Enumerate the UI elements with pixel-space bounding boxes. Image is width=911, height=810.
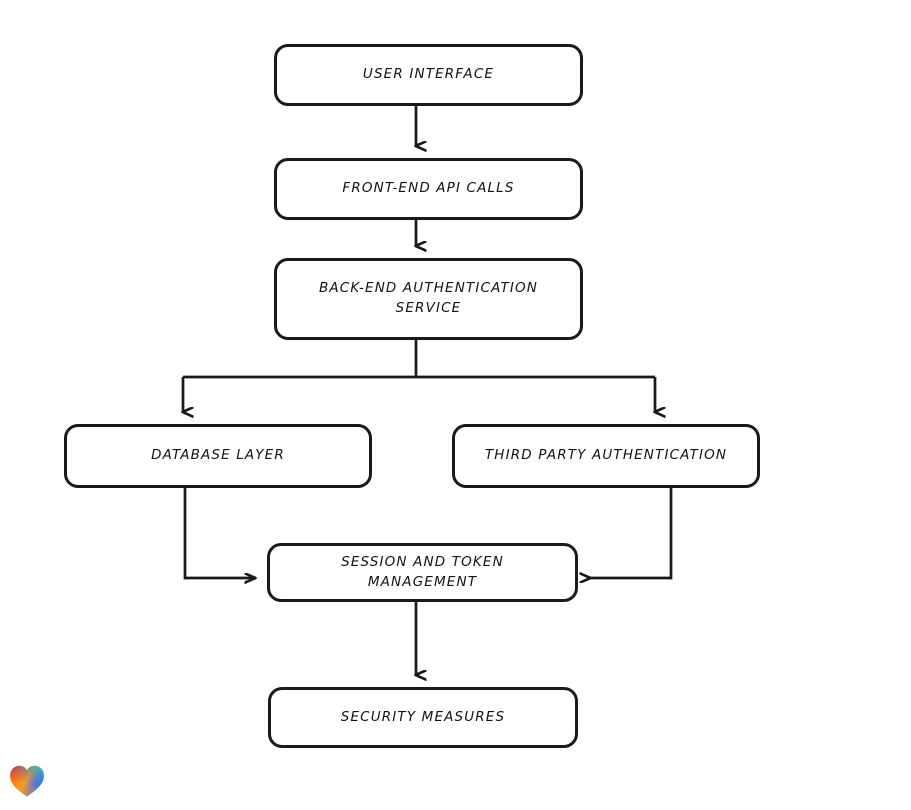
- node-label: Session and Token Management: [341, 553, 504, 590]
- node-label: Security Measures: [340, 708, 506, 725]
- node-label: User Interface: [362, 66, 495, 83]
- edge-database-to-session: [183, 488, 255, 578]
- node-label: Front-End API Calls: [342, 180, 515, 197]
- node-user-interface[interactable]: User Interface: [274, 44, 583, 106]
- edge-thirdparty-to-session: [590, 488, 673, 578]
- node-frontend-api-calls[interactable]: Front-End API Calls: [274, 158, 583, 220]
- node-label: Third Party Authentication: [484, 447, 728, 464]
- node-security-measures[interactable]: Security Measures: [268, 687, 578, 748]
- node-third-party-authentication[interactable]: Third Party Authentication: [452, 424, 760, 488]
- node-session-and-token-management[interactable]: Session and Token Management: [267, 543, 578, 602]
- node-label: Database Layer: [151, 447, 285, 464]
- node-database-layer[interactable]: Database Layer: [64, 424, 372, 488]
- node-label: Back-End Authentication Service: [318, 280, 539, 316]
- heart-icon: [10, 765, 44, 797]
- node-backend-authentication-service[interactable]: Back-End Authentication Service: [274, 258, 583, 340]
